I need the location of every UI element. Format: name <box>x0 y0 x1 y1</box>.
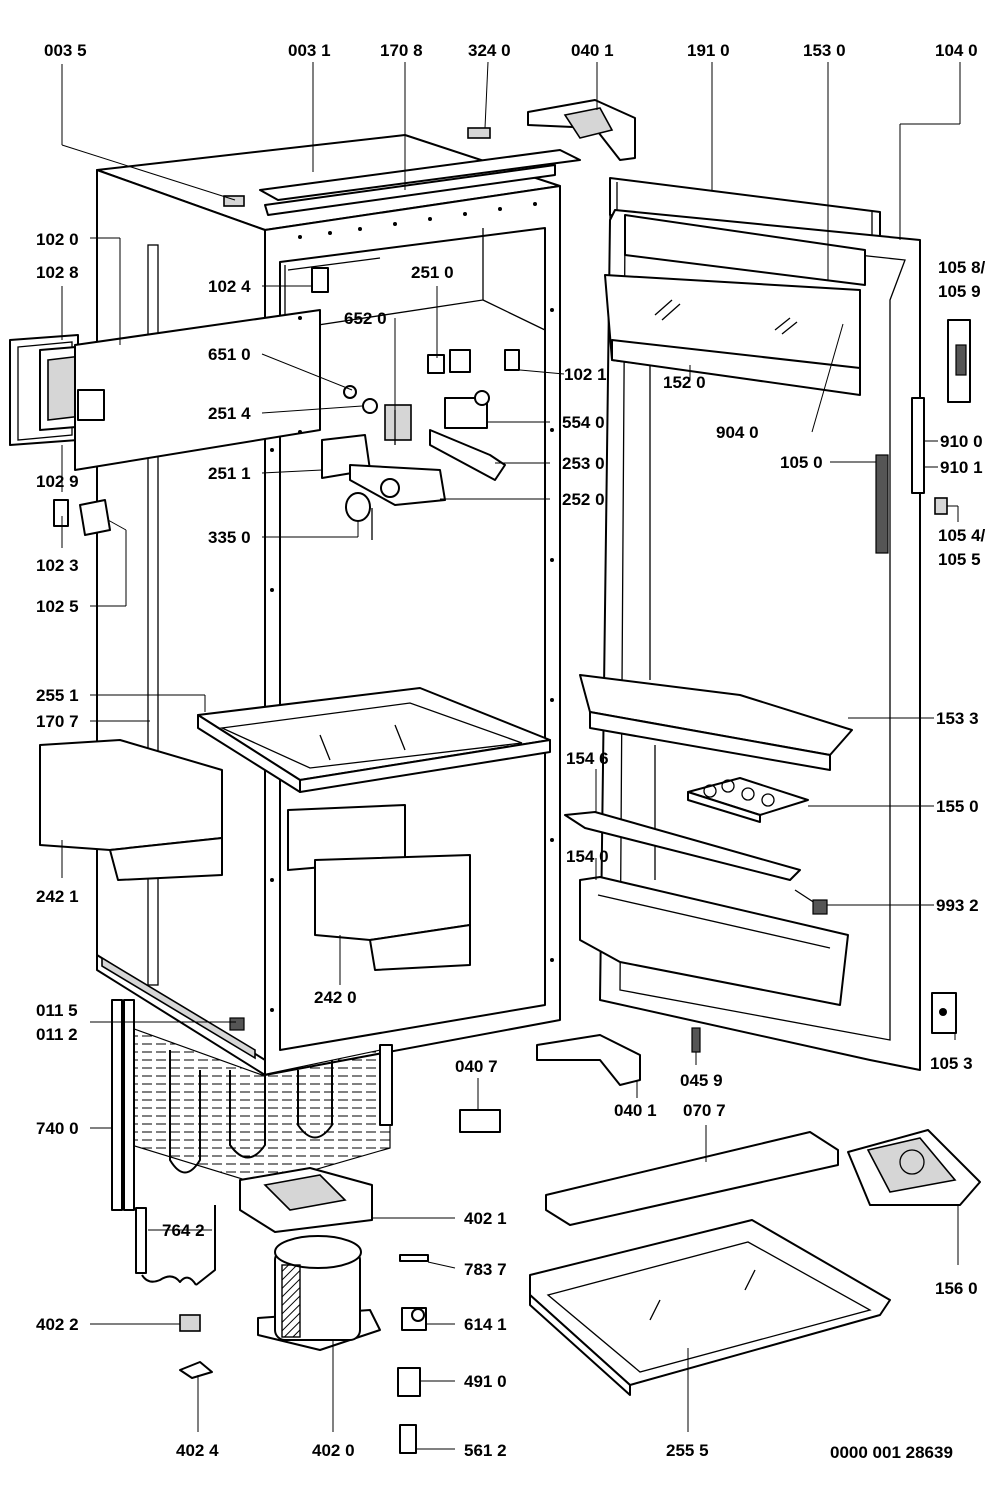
label-2421: 242 1 <box>36 887 79 906</box>
label-0707: 070 7 <box>683 1101 726 1120</box>
label-2530: 253 0 <box>562 454 605 473</box>
label-0401a: 040 1 <box>571 41 614 60</box>
label-7400: 740 0 <box>36 1119 79 1138</box>
label-5540: 554 0 <box>562 413 605 432</box>
condenser-drawing <box>111 999 429 1454</box>
control-assembly-drawing <box>311 267 520 540</box>
label-2420: 242 0 <box>314 988 357 1007</box>
label-1058: 105 8/ <box>938 258 986 277</box>
label-7642: 764 2 <box>162 1221 205 1240</box>
callout-labels: 003 5 003 1 170 8 324 0 040 1 191 0 153 … <box>36 41 986 1462</box>
label-1023: 102 3 <box>36 556 79 575</box>
label-6520: 652 0 <box>344 309 387 328</box>
label-1024: 102 4 <box>208 277 251 296</box>
label-1560: 156 0 <box>935 1279 978 1298</box>
label-1050: 105 0 <box>780 453 823 472</box>
label-4910: 491 0 <box>464 1372 507 1391</box>
label-9100: 910 0 <box>940 432 983 451</box>
loose-parts-drawing <box>529 1129 981 1396</box>
label-9040: 904 0 <box>716 423 759 442</box>
label-3350: 335 0 <box>208 528 251 547</box>
label-1053: 105 3 <box>930 1054 973 1073</box>
label-1708: 170 8 <box>380 41 423 60</box>
door-drawing <box>564 177 971 1071</box>
label-0112: 011 2 <box>36 1025 78 1044</box>
label-1530: 153 0 <box>803 41 846 60</box>
label-4022: 402 2 <box>36 1315 79 1334</box>
glass-shelf-upper-drawing <box>197 687 551 793</box>
label-5612: 561 2 <box>464 1441 507 1460</box>
label-1910: 191 0 <box>687 41 730 60</box>
label-1520: 152 0 <box>663 373 706 392</box>
label-1059: 105 9 <box>938 282 981 301</box>
label-1021: 102 1 <box>564 365 607 384</box>
label-1540: 154 0 <box>566 847 609 866</box>
label-1025: 102 5 <box>36 597 79 616</box>
label-2511: 251 1 <box>208 464 251 483</box>
label-1533: 153 3 <box>936 709 979 728</box>
label-1546: 154 6 <box>566 749 609 768</box>
label-1707: 170 7 <box>36 712 79 731</box>
label-9101: 910 1 <box>940 458 983 477</box>
label-2514: 251 4 <box>208 404 251 423</box>
label-0031: 003 1 <box>288 41 331 60</box>
label-1055: 105 5 <box>938 550 981 569</box>
label-0459: 045 9 <box>680 1071 723 1090</box>
freezer-door-drawing <box>9 309 321 471</box>
label-2551: 255 1 <box>36 686 79 705</box>
label-9932: 993 2 <box>936 896 979 915</box>
label-4021: 402 1 <box>464 1209 507 1228</box>
label-1029: 102 9 <box>36 472 79 491</box>
document-number: 0000 001 28639 <box>830 1443 953 1462</box>
label-6141: 614 1 <box>464 1315 507 1334</box>
label-1054: 105 4/ <box>938 526 986 545</box>
label-4020: 402 0 <box>312 1441 355 1460</box>
label-7837: 783 7 <box>464 1260 507 1279</box>
label-1020: 102 0 <box>36 230 79 249</box>
label-0407: 040 7 <box>455 1057 498 1076</box>
label-1550: 155 0 <box>936 797 979 816</box>
label-6510: 651 0 <box>208 345 251 364</box>
label-1028: 102 8 <box>36 263 79 282</box>
hinge-brackets-drawing <box>459 99 701 1133</box>
label-2510: 251 0 <box>411 263 454 282</box>
hinge-drawing <box>53 499 111 536</box>
crisper-box-drawing <box>39 739 471 971</box>
leader-lines <box>61 61 961 1450</box>
label-0035: 003 5 <box>44 41 87 60</box>
label-3240: 324 0 <box>468 41 511 60</box>
label-1040: 104 0 <box>935 41 978 60</box>
label-2555: 255 5 <box>666 1441 709 1460</box>
label-4024: 402 4 <box>176 1441 219 1460</box>
label-0115: 011 5 <box>36 1001 78 1020</box>
label-2520: 252 0 <box>562 490 605 509</box>
label-0401b: 040 1 <box>614 1101 657 1120</box>
